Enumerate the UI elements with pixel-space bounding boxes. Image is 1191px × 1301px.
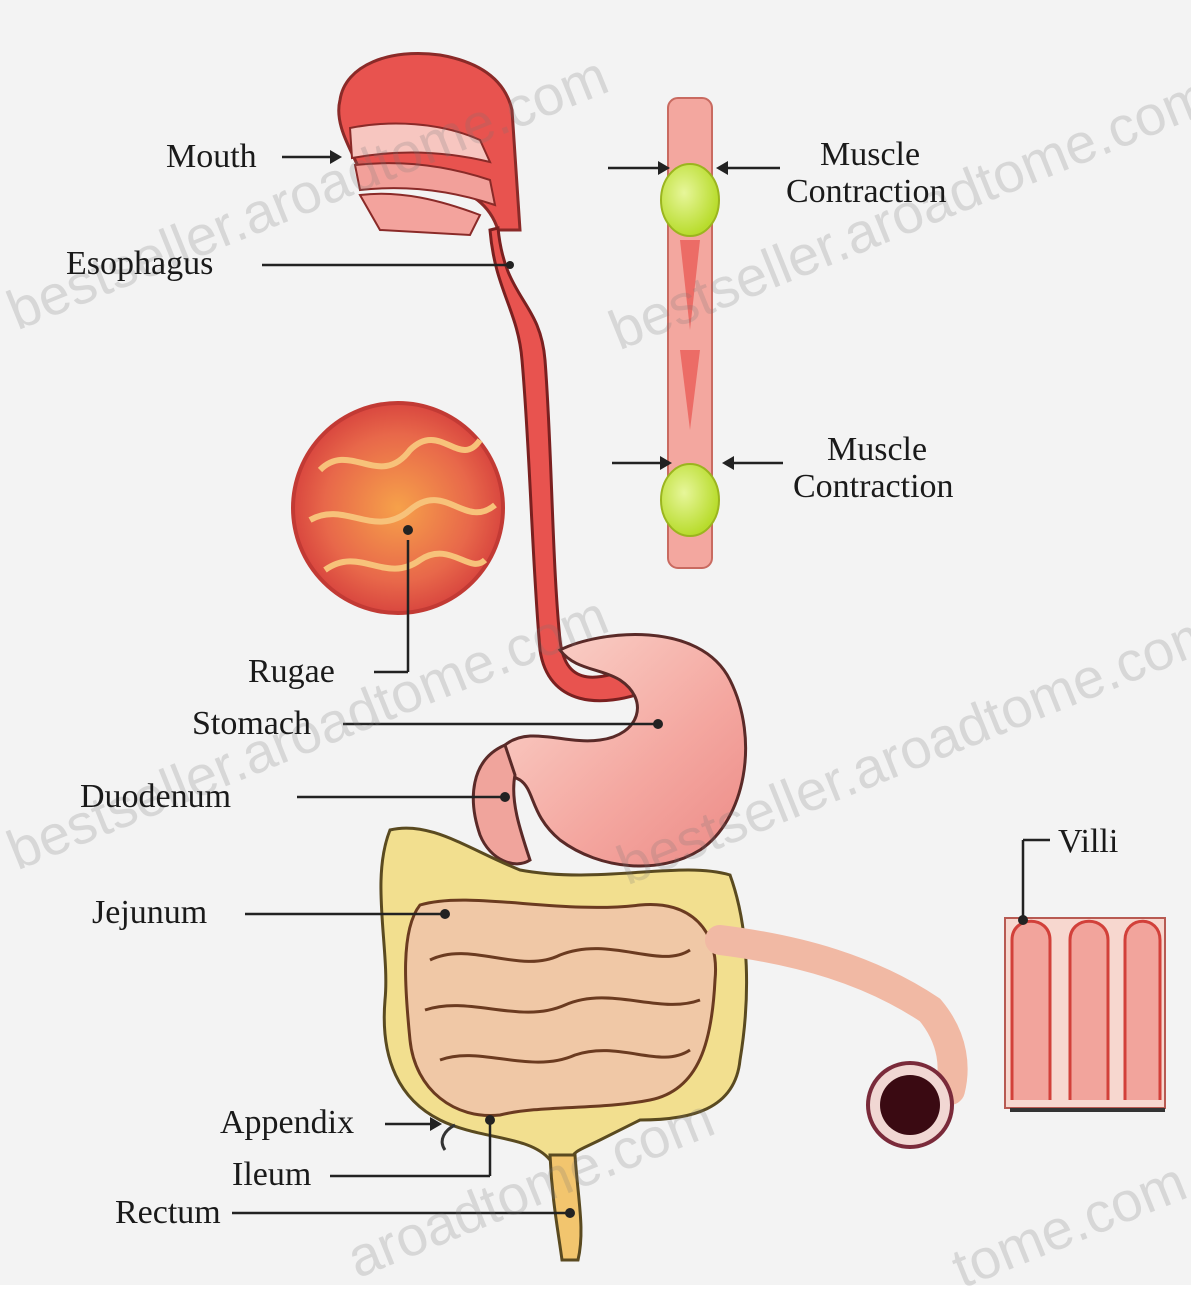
label-villi: Villi bbox=[1058, 825, 1118, 859]
label-rugae: Rugae bbox=[248, 655, 335, 689]
label-rectum: Rectum bbox=[115, 1196, 221, 1230]
label-muscle-contraction-top: Muscle Contraction bbox=[786, 137, 947, 210]
label-mouth: Mouth bbox=[166, 140, 257, 174]
villi-connector bbox=[720, 940, 953, 1147]
label-muscle-top-line1: Muscle bbox=[786, 137, 947, 174]
label-stomach: Stomach bbox=[192, 707, 311, 741]
label-ileum: Ileum bbox=[232, 1158, 311, 1192]
rugae-inset bbox=[293, 403, 503, 613]
label-duodenum: Duodenum bbox=[80, 780, 231, 814]
label-muscle-bottom-line1: Muscle bbox=[793, 432, 954, 469]
appendix-illustration bbox=[442, 1125, 455, 1150]
label-jejunum: Jejunum bbox=[92, 896, 207, 930]
label-muscle-contraction-bottom: Muscle Contraction bbox=[793, 432, 954, 505]
villi-inset bbox=[1005, 918, 1165, 1110]
label-muscle-bottom-line2: Contraction bbox=[793, 469, 954, 506]
label-esophagus: Esophagus bbox=[66, 247, 213, 281]
label-appendix: Appendix bbox=[220, 1106, 354, 1140]
label-muscle-top-line2: Contraction bbox=[786, 174, 947, 211]
